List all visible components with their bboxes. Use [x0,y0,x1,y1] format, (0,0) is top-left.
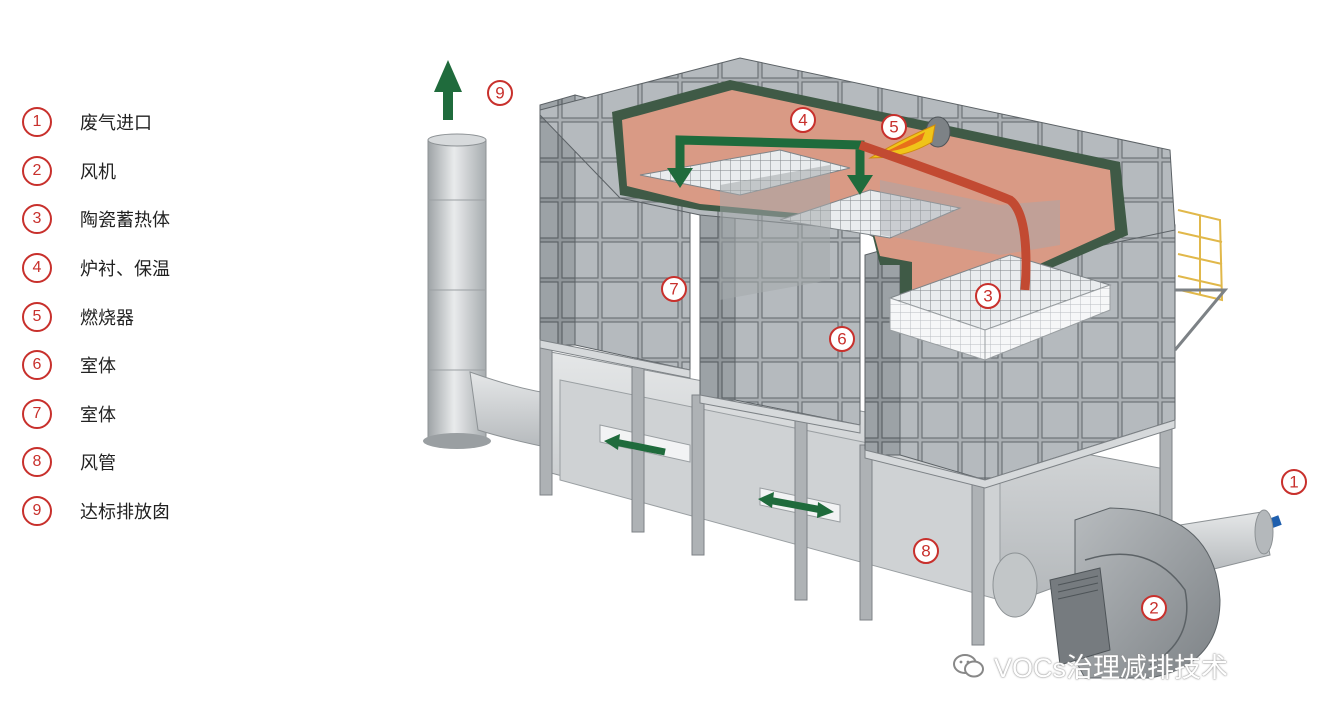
legend-item-furnace-lining: 4 炉衬、保温 [22,244,262,293]
legend-number: 4 [22,253,52,284]
legend-number: 9 [22,496,52,527]
legend-item-fan: 2 风机 [22,147,262,196]
support-legs [539,339,1173,646]
legend-item-chamber-6: 6 室体 [22,341,262,390]
callout-7: 7 [661,276,687,302]
callout-3-text: 3 [983,287,992,306]
exhaust-stack [423,133,561,451]
callout-5-text: 5 [889,118,898,137]
legend-label: 室体 [80,404,116,426]
callout-7-text: 7 [669,280,678,299]
legend-item-ceramic-regenerator: 3 陶瓷蓄热体 [22,195,262,244]
callout-3: 3 [975,283,1001,309]
callout-1: 1 [1281,469,1307,495]
legend-label: 废气进口 [80,113,152,135]
legend: 1 废气进口 2 风机 3 陶瓷蓄热体 4 炉衬、保温 5 燃烧器 6 室体 7 室体 8 风管… [22,98,262,535]
watermark-text: VOCs治理减排技术 [994,653,1229,683]
legend-number: 3 [22,204,52,235]
callout-4-text: 4 [798,111,807,130]
legend-number: 1 [22,107,52,138]
legend-item-air-duct: 8 风管 [22,438,262,487]
callout-8-text: 8 [921,542,930,561]
legend-item-chamber-7: 7 室体 [22,390,262,439]
legend-item-exhaust-stack: 9 达标排放囱 [22,487,262,536]
callout-9: 9 [487,80,513,106]
legend-label: 炉衬、保温 [80,259,170,281]
legend-label: 达标排放囱 [80,502,170,524]
legend-item-waste-gas-inlet: 1 废气进口 [22,98,262,147]
callout-6-text: 6 [837,330,846,349]
callout-9-text: 9 [495,84,504,103]
legend-label: 风机 [80,161,116,183]
watermark: VOCs治理减排技术 [952,646,1228,685]
callout-4: 4 [790,107,816,133]
callout-8: 8 [913,538,939,564]
legend-item-burner: 5 燃烧器 [22,292,262,341]
legend-label: 燃烧器 [80,307,134,329]
legend-number: 7 [22,398,52,429]
legend-number: 8 [22,447,52,478]
legend-number: 2 [22,155,52,186]
fan [1049,507,1274,679]
legend-label: 风管 [80,453,116,475]
wechat-icon [953,653,984,677]
callout-1-text: 1 [1289,473,1298,492]
callout-2-text: 2 [1149,599,1158,618]
legend-label: 陶瓷蓄热体 [80,210,170,232]
platform-railing [1173,209,1229,351]
callout-5: 5 [881,114,907,140]
legend-number: 5 [22,301,52,332]
flow-arrows [434,60,1282,538]
callout-2: 2 [1141,595,1167,621]
legend-number: 6 [22,350,52,381]
legend-label: 室体 [80,356,116,378]
callout-6: 6 [829,326,855,352]
